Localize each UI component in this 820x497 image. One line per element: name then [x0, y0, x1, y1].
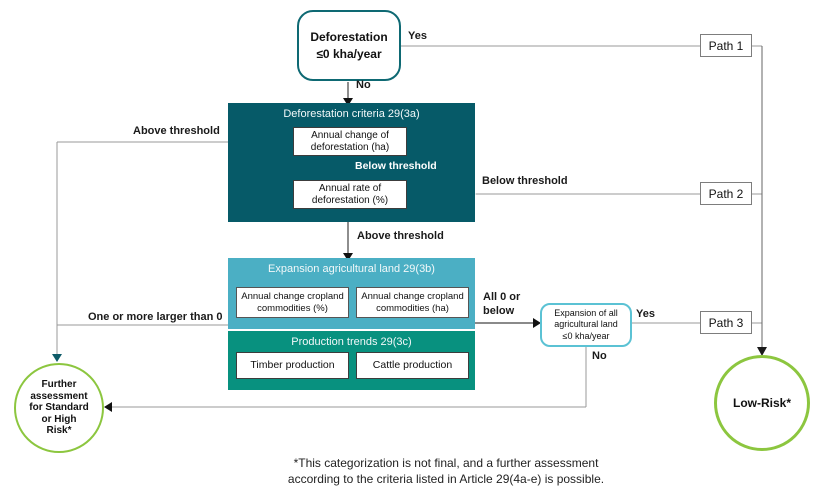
node-cattle-production: Cattle production — [356, 352, 469, 379]
node-annual-change-cropland-pct: Annual change cropland commodities (%) — [236, 287, 349, 318]
block-production-trends-29-3c: Production trends 29(3c) Timber producti… — [228, 331, 475, 390]
node-low-risk-circle: Low-Risk* — [714, 355, 810, 451]
node-expansion-all-agricultural-land: Expansion of all agricultural land ≤0 kh… — [540, 303, 632, 347]
block-3a-title: Deforestation criteria 29(3a) — [283, 108, 420, 120]
edge-label-above-threshold-left: Above threshold — [133, 125, 220, 137]
footnote-text: *This categorization is not final, and a… — [287, 456, 605, 486]
block-deforestation-criteria-29-3a: Deforestation criteria 29(3a) Annual cha… — [228, 103, 475, 222]
node-path-1: Path 1 — [700, 34, 752, 57]
edge-label-all-zero-or-below: All 0 or below — [483, 291, 521, 318]
node-further-assessment-circle: Further assessment for Standard or High … — [14, 363, 104, 453]
node-timber-production: Timber production — [236, 352, 349, 379]
node-annual-change-deforestation: Annual change of deforestation (ha) — [293, 127, 407, 156]
node-annual-rate-deforestation: Annual rate of deforestation (%) — [293, 180, 407, 209]
start-node-deforestation: Deforestation ≤0 kha/year — [297, 10, 401, 81]
node-path-3: Path 3 — [700, 311, 752, 334]
edge-label-below-threshold-inner: Below threshold — [355, 160, 437, 172]
block-3c-title: Production trends 29(3c) — [291, 336, 412, 348]
block-3b-title: Expansion agricultural land 29(3b) — [268, 263, 435, 275]
edge-label-above-threshold-mid: Above threshold — [357, 230, 444, 242]
edge-label-no-bottom: No — [592, 350, 607, 362]
edge-label-one-or-more: One or more larger than 0 — [88, 311, 223, 323]
node-path-2: Path 2 — [700, 182, 752, 205]
edge-label-yes-top: Yes — [408, 30, 427, 42]
edge-label-no-top: No — [356, 79, 371, 91]
block-expansion-agricultural-land-29-3b: Expansion agricultural land 29(3b) Annua… — [228, 258, 475, 329]
edge-label-below-threshold-right: Below threshold — [482, 175, 568, 187]
edge-label-yes-right: Yes — [636, 308, 655, 320]
node-annual-change-cropland-ha: Annual change cropland commodities (ha) — [356, 287, 469, 318]
